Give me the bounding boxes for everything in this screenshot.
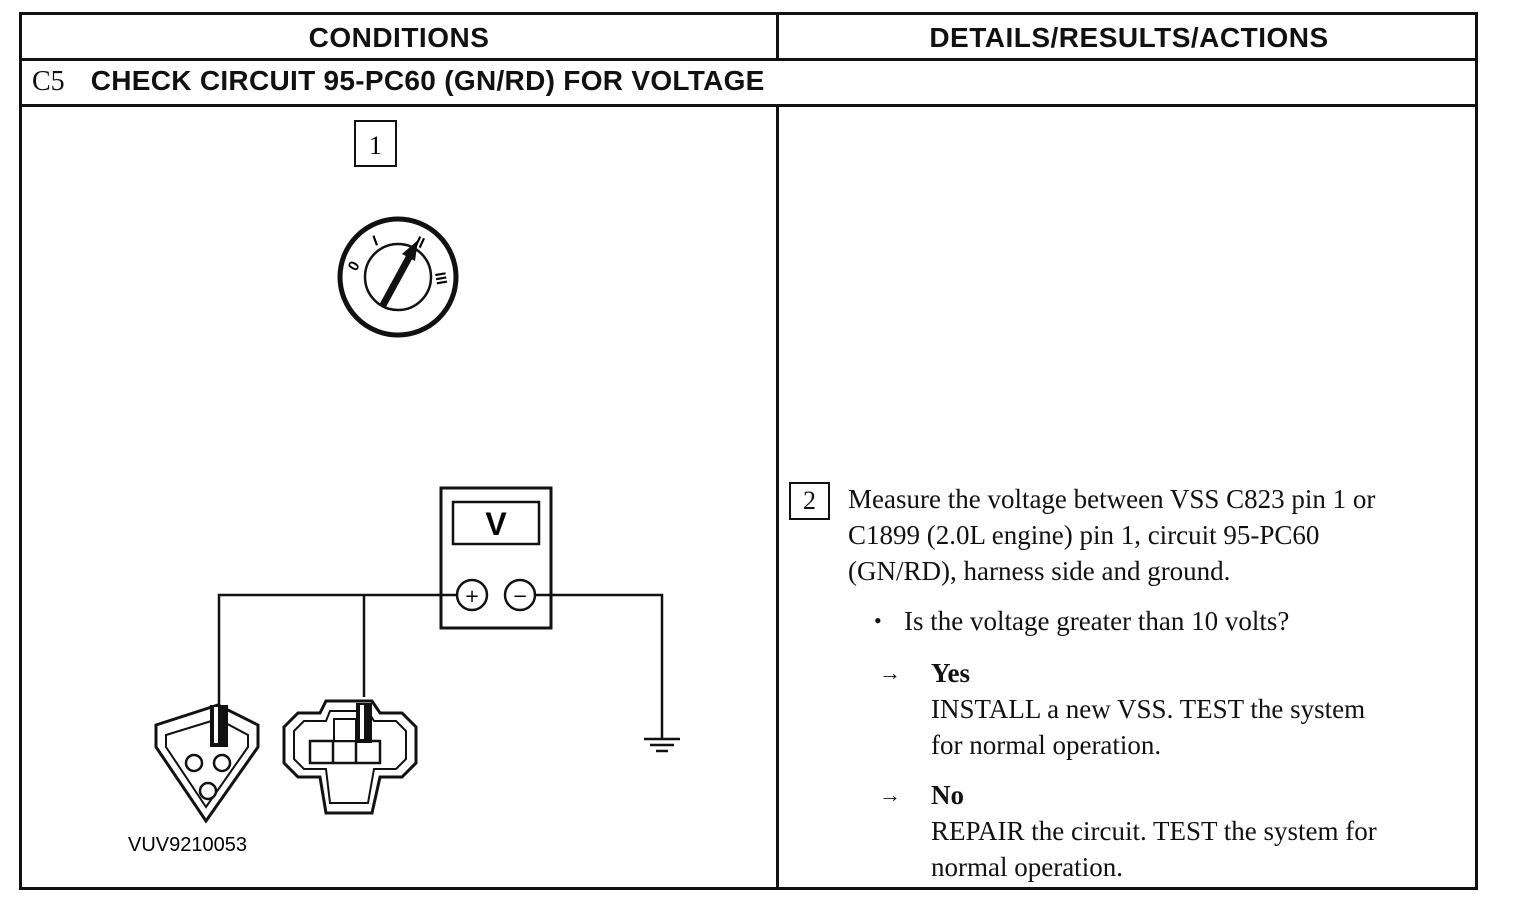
vss-connector-icon [154, 703, 260, 824]
ignition-pos-3: III [431, 271, 450, 286]
instruction-line: (GN/RD), harness side and ground. [848, 556, 1231, 586]
voltmeter-icon: V + − [439, 486, 553, 630]
ground-icon [644, 737, 680, 753]
arrow-icon: → [879, 782, 901, 807]
arrow-icon: → [879, 660, 901, 685]
no-result: → No REPAIR the circuit. TEST the system… [879, 777, 1377, 885]
meter-display: V [485, 506, 507, 542]
ignition-pos-1: I [371, 232, 381, 249]
ignition-switch-icon: 0 I II III [337, 216, 459, 338]
test-diagram: 1 0 I II III V + − [128, 120, 680, 856]
header-rule [22, 58, 1475, 61]
substep-1-number: 1 [369, 131, 382, 160]
no-action-line: normal operation. [931, 852, 1123, 882]
step-id: C5 [32, 66, 65, 97]
yes-action-line: INSTALL a new VSS. TEST the system [931, 694, 1366, 724]
yes-label: Yes [931, 658, 970, 688]
substep-2-box: 2 [789, 482, 830, 520]
column-divider [776, 106, 779, 887]
title-rule [22, 104, 1475, 107]
no-label: No [931, 780, 964, 810]
instruction-text: Measure the voltage between VSS C823 pin… [848, 481, 1375, 589]
bullet-icon: • [874, 608, 882, 633]
meter-minus-terminal: − [512, 586, 527, 607]
header-details: DETAILS/RESULTS/ACTIONS [929, 21, 1329, 53]
question-text: Is the voltage greater than 10 volts? [904, 606, 1290, 636]
meter-plus-terminal: + [464, 586, 479, 607]
step-title: CHECK CIRCUIT 95-PC60 (GN/RD) FOR VOLTAG… [90, 65, 765, 96]
yes-result: → Yes INSTALL a new VSS. TEST the system… [879, 655, 1365, 763]
yes-action-line: for normal operation. [931, 730, 1162, 760]
figure-id: VUV9210053 [128, 834, 247, 856]
instruction-line: C1899 (2.0L engine) pin 1, circuit 95-PC… [848, 520, 1320, 550]
test-leads [217, 593, 664, 739]
substep-1-box: 1 [354, 120, 397, 167]
instruction-line: Measure the voltage between VSS C823 pin… [848, 484, 1376, 514]
c1899-connector-icon [282, 699, 418, 815]
step-title-row: C5 CHECK CIRCUIT 95-PC60 (GN/RD) FOR VOL… [32, 65, 765, 98]
substep-2-number: 2 [803, 486, 816, 515]
no-action-line: REPAIR the circuit. TEST the system for [931, 816, 1377, 846]
header-conditions: CONDITIONS [308, 21, 490, 53]
procedure-table: CONDITIONS DETAILS/RESULTS/ACTIONS C5 CH… [19, 12, 1478, 890]
question-item: • Is the voltage greater than 10 volts? [874, 603, 1289, 639]
header-divider [776, 15, 779, 60]
